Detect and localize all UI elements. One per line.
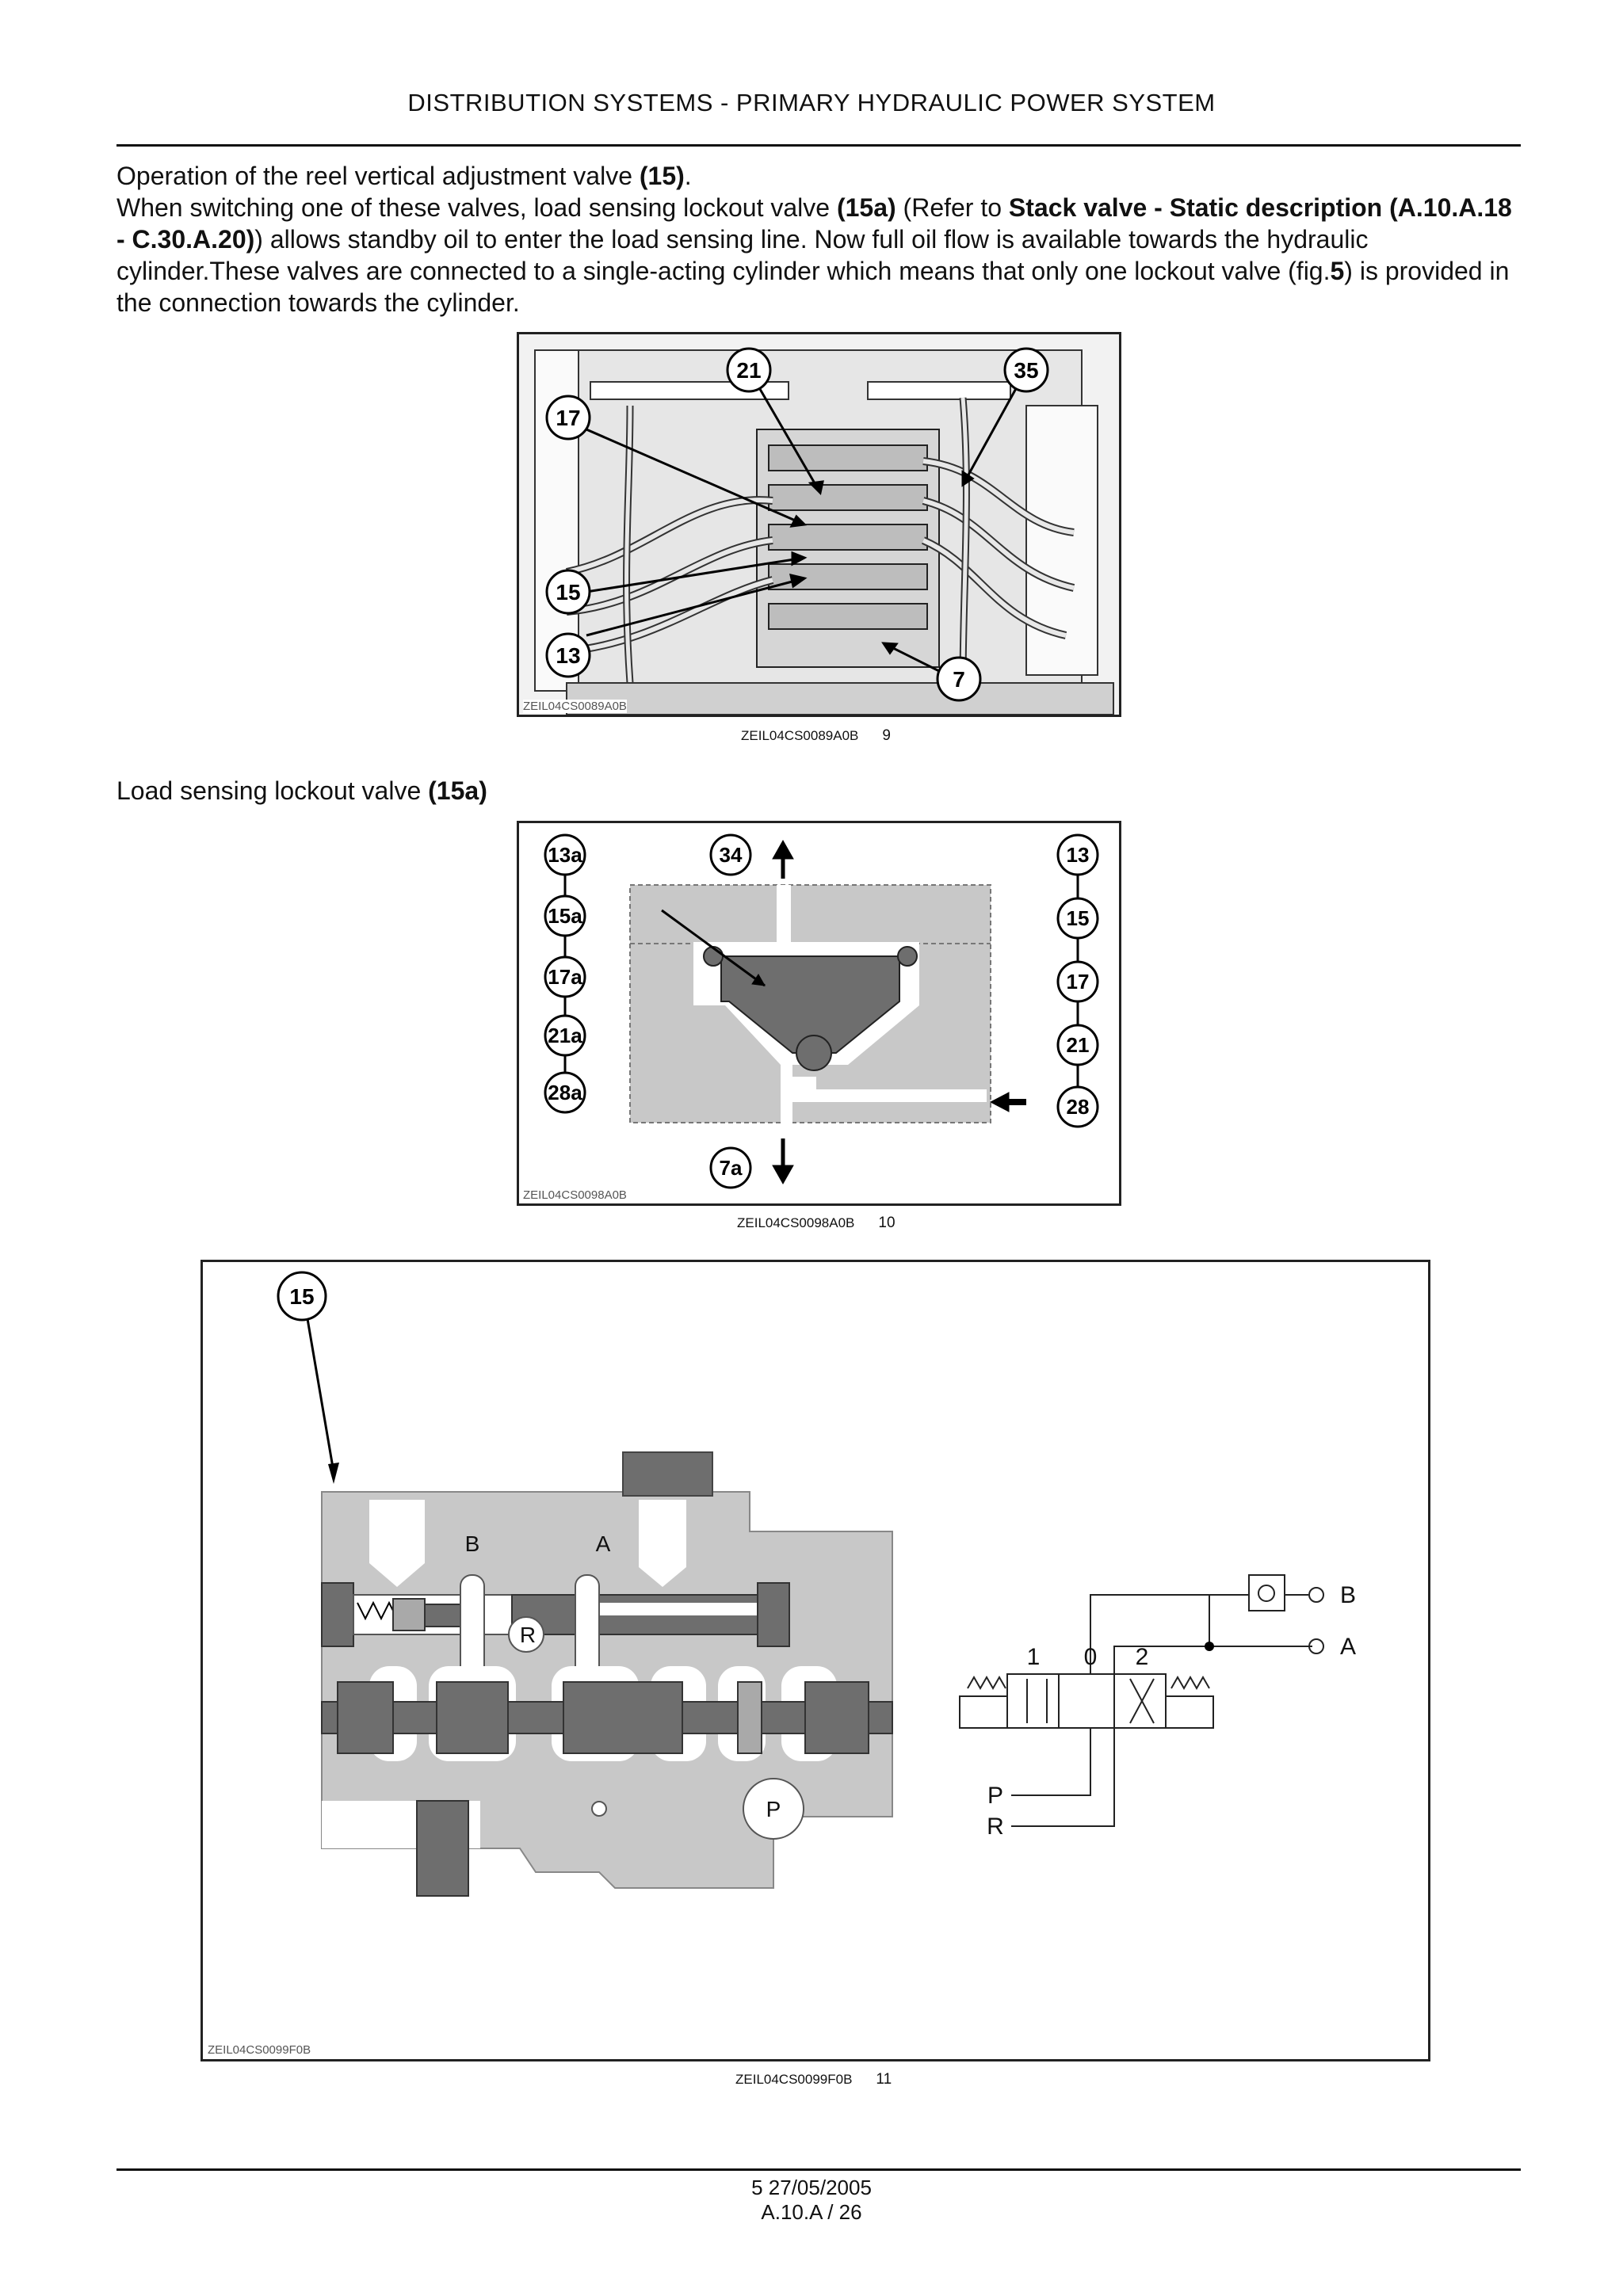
valve-stack-illustration	[519, 334, 1119, 715]
intro-ref-15a: (15a)	[836, 193, 896, 222]
intro-ref-15: (15)	[639, 162, 685, 190]
figure-11-code: ZEIL04CS0099F0B	[208, 2043, 311, 2057]
intro-line-1-end: .	[684, 162, 692, 190]
intro-s2: (Refer to	[896, 193, 1009, 222]
intro-cross-reference: Stack valve - Static description (A.10.A…	[116, 193, 1512, 254]
callout-21a: 21a	[548, 1024, 582, 1047]
page-header: DISTRIBUTION SYSTEMS - PRIMARY HYDRAULIC…	[407, 89, 1216, 116]
figure-11-caption: ZEIL04CS0099F0B 11	[735, 2071, 892, 2088]
footer-date: 5 27/05/2005	[751, 2176, 872, 2199]
hydraulic-symbol: 1 0 2 B A P R	[959, 1574, 1356, 1840]
lockout-valve-heading: Load sensing lockout valve (15a)	[116, 775, 1527, 807]
intro-body: When switching one of these valves, load…	[116, 192, 1527, 318]
figure-9-caption-code: ZEIL04CS0089A0B	[741, 728, 859, 743]
callout-7a: 7a	[720, 1156, 743, 1180]
callout-17-right: 17	[1067, 970, 1090, 994]
intro-line-1-text: Operation of the reel vertical adjustmen…	[116, 162, 640, 190]
figure-10-diagram: 13a 15a 17a 21a 28a 13 15 17 21 28 34 7a…	[517, 821, 1121, 1206]
figure-10-code: ZEIL04CS0098A0B	[523, 1188, 627, 1202]
lockout-valve-section: 13a 15a 17a 21a 28a 13 15 17 21 28 34 7a	[544, 833, 1099, 1189]
figure-11-diagram: 15	[200, 1260, 1430, 2061]
symbol-port-a: A	[1340, 1634, 1356, 1660]
symbol-port-b: B	[1340, 1582, 1356, 1608]
callout-13: 13	[556, 643, 580, 668]
intro-s1: When switching one of these valves, load…	[116, 193, 837, 222]
callout-34: 34	[720, 843, 743, 867]
callout-17: 17	[556, 406, 580, 430]
intro-paragraph: Operation of the reel vertical adjustmen…	[116, 160, 1527, 318]
figure-9-caption-number: 9	[882, 727, 891, 744]
callout-21: 21	[736, 358, 761, 383]
symbol-port-r: R	[987, 1814, 1004, 1840]
control-valve-section: 15	[277, 1271, 893, 1897]
intro-s3: ) allows standby oil to enter the load s…	[116, 225, 1369, 285]
callout-7: 7	[953, 667, 965, 692]
figure-9-caption: ZEIL04CS0089A0B 9	[741, 727, 891, 745]
callout-35: 35	[1014, 358, 1038, 383]
figure-9-code: ZEIL04CS0089A0B	[523, 700, 627, 713]
callout-28-right: 28	[1067, 1095, 1090, 1119]
figure-10-caption: ZEIL04CS0098A0B 10	[737, 1215, 896, 1232]
intro-ref-fig5: 5	[1330, 257, 1345, 285]
intro-s4: ) is provided in the connection towards …	[116, 257, 1510, 317]
callout-13a: 13a	[548, 843, 582, 867]
lockout-valve-heading-ref: (15a)	[428, 776, 487, 805]
figure-10-caption-code: ZEIL04CS0098A0B	[737, 1215, 855, 1230]
section-port-b: B	[465, 1531, 480, 1556]
section-port-r: R	[520, 1623, 536, 1647]
footer-page-number: A.10.A / 26	[761, 2200, 862, 2224]
figure-11-caption-number: 11	[876, 2071, 892, 2088]
header-rule	[116, 144, 1521, 147]
callout-15-right: 15	[1067, 906, 1090, 930]
section-port-a: A	[596, 1531, 611, 1556]
figure-11-caption-code: ZEIL04CS0099F0B	[735, 2072, 853, 2087]
callout-15-fig11: 15	[289, 1284, 314, 1309]
symbol-position-0: 0	[1084, 1644, 1098, 1670]
callout-17a: 17a	[548, 965, 582, 989]
figure-9-callouts: 21 35 17 15 13 7	[545, 347, 1049, 702]
symbol-port-p: P	[987, 1783, 1003, 1809]
symbol-position-1: 1	[1027, 1644, 1041, 1670]
figure-10-caption-number: 10	[878, 1215, 896, 1231]
intro-line-1: Operation of the reel vertical adjustmen…	[116, 160, 1527, 192]
lockout-valve-heading-text: Load sensing lockout valve	[116, 776, 429, 805]
callout-15: 15	[556, 580, 580, 605]
symbol-position-2: 2	[1136, 1644, 1149, 1670]
callout-28a: 28a	[548, 1081, 582, 1104]
figure-9-photo: 21 35 17 15 13 7 ZEIL04CS0089A0B	[517, 332, 1121, 717]
callout-15a: 15a	[548, 904, 582, 928]
callout-21-right: 21	[1067, 1033, 1090, 1057]
section-port-p: P	[766, 1797, 781, 1821]
footer-rule	[116, 2168, 1521, 2171]
callout-13-right: 13	[1067, 843, 1090, 867]
